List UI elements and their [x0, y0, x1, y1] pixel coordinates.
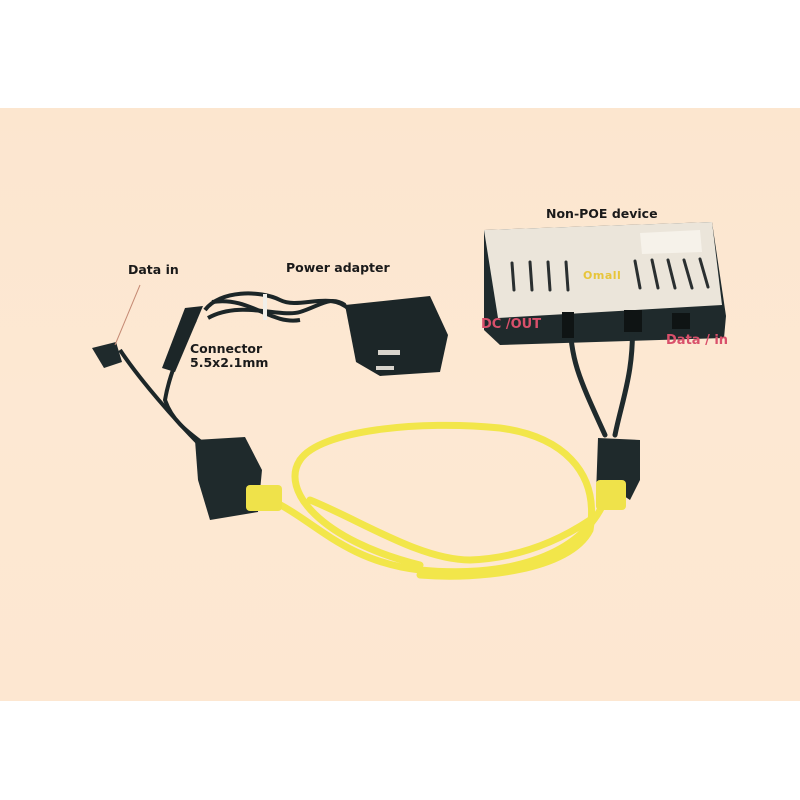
connector-label-line1: Connector	[190, 341, 263, 356]
dc-out-label: DC /OUT	[481, 317, 542, 332]
ethernet-cable	[246, 421, 609, 580]
non-poe-device-label: Non-POE device	[546, 206, 658, 221]
connector-label-line2: 5.5x2.1mm	[190, 355, 269, 370]
cable-tie	[263, 294, 267, 320]
left-splitter-plug	[195, 437, 262, 520]
photo-illustration	[92, 222, 726, 580]
power-cable	[118, 291, 352, 447]
product-photo: Data in Power adapter Connector 5.5x2.1m…	[0, 108, 800, 701]
power-adapter-label: Power adapter	[286, 260, 390, 275]
data-in-label-right: Data / in	[666, 333, 729, 348]
data-in-pointer	[114, 284, 141, 346]
data-in-label-left: Data in	[128, 262, 179, 277]
data-in-plug	[92, 342, 122, 368]
non-poe-device	[484, 222, 726, 345]
device-brand-logo: Omall	[583, 269, 622, 282]
power-adapter	[345, 296, 448, 376]
dc-connector	[162, 306, 203, 372]
